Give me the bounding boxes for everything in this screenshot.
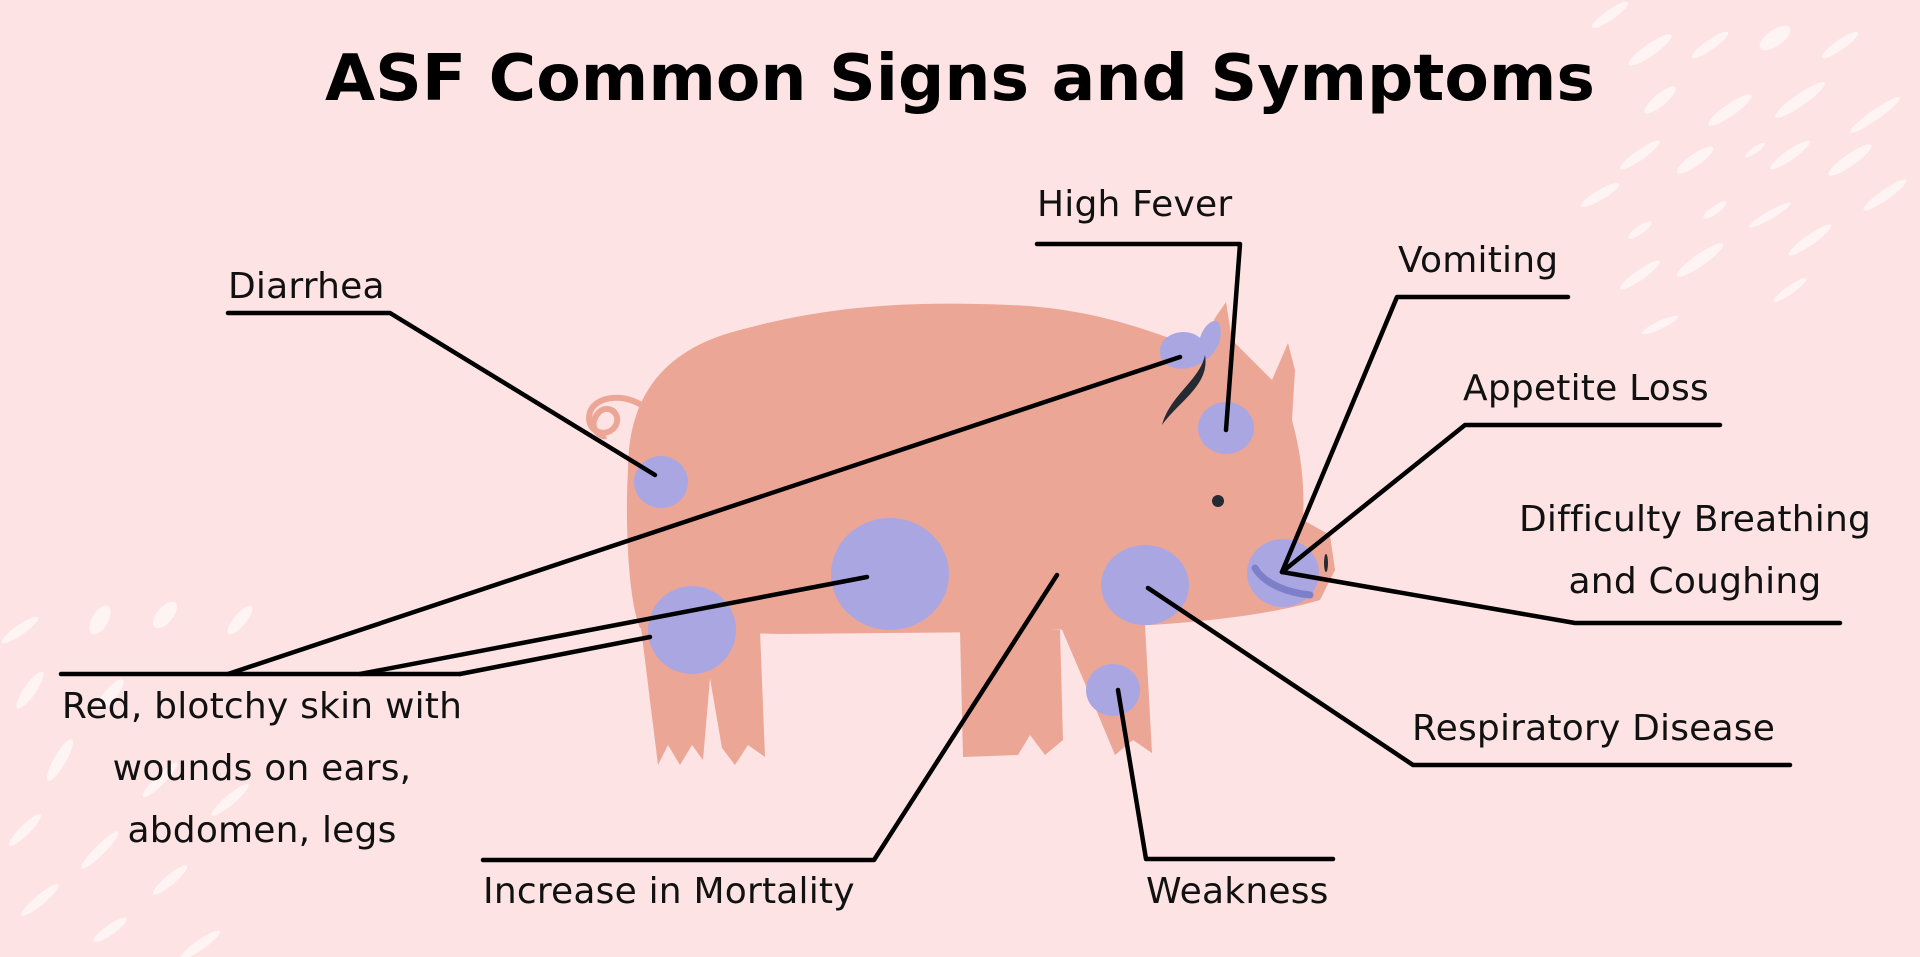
label-diarrhea: Diarrhea	[228, 266, 385, 307]
connector-red-skin-ear	[225, 354, 1183, 677]
pig-front-leg-left	[960, 630, 1063, 757]
label-red-skin-line1: Red, blotchy skin with	[62, 686, 462, 727]
label-difficulty-breathing-line2: and Coughing	[1569, 561, 1822, 602]
lesion-spot-back-leg	[648, 586, 736, 674]
label-vomiting: Vomiting	[1398, 240, 1558, 281]
connector-weakness	[1115, 687, 1336, 862]
decorative-streaks-bottom-left	[1, 601, 253, 957]
pig-nostril	[1324, 554, 1328, 572]
pig-tail	[586, 394, 651, 440]
label-appetite-loss: Appetite Loss	[1463, 368, 1709, 409]
connector-red-skin-leg	[457, 634, 653, 677]
connector-appetite-loss	[1279, 422, 1723, 575]
connector-high-fever	[1034, 241, 1243, 433]
label-high-fever: High Fever	[1037, 184, 1232, 225]
lesion-spot-front-leg	[1086, 664, 1140, 716]
page-title: ASF Common Signs and Symptoms	[325, 42, 1595, 116]
lesion-spot-chest	[1101, 545, 1189, 625]
connector-lines	[58, 241, 1843, 863]
pig-eye	[1212, 495, 1224, 507]
label-red-skin-line3: abdomen, legs	[127, 810, 396, 851]
connector-vomiting	[1279, 294, 1571, 575]
label-weakness: Weakness	[1146, 871, 1329, 912]
label-difficulty-breathing-line1: Difficulty Breathing	[1519, 499, 1871, 540]
lesion-spot-rump	[634, 456, 688, 508]
pig-mouth	[1251, 564, 1314, 599]
connector-mortality	[480, 572, 1060, 863]
lesion-spot-belly	[831, 518, 949, 630]
connector-respiratory-disease	[1145, 585, 1793, 768]
connector-difficulty-breathing	[1279, 569, 1843, 626]
pig-body	[626, 302, 1335, 634]
pig-icon	[586, 302, 1335, 765]
label-increase-mortality: Increase in Mortality	[483, 871, 855, 912]
pig-eyebrow	[1162, 355, 1206, 425]
connector-diarrhea	[225, 310, 658, 478]
label-respiratory-disease: Respiratory Disease	[1412, 708, 1775, 749]
connector-red-skin-belly	[357, 574, 870, 677]
decorative-streaks-top-right	[1580, 1, 1907, 335]
label-red-skin-line2: wounds on ears,	[113, 748, 412, 789]
